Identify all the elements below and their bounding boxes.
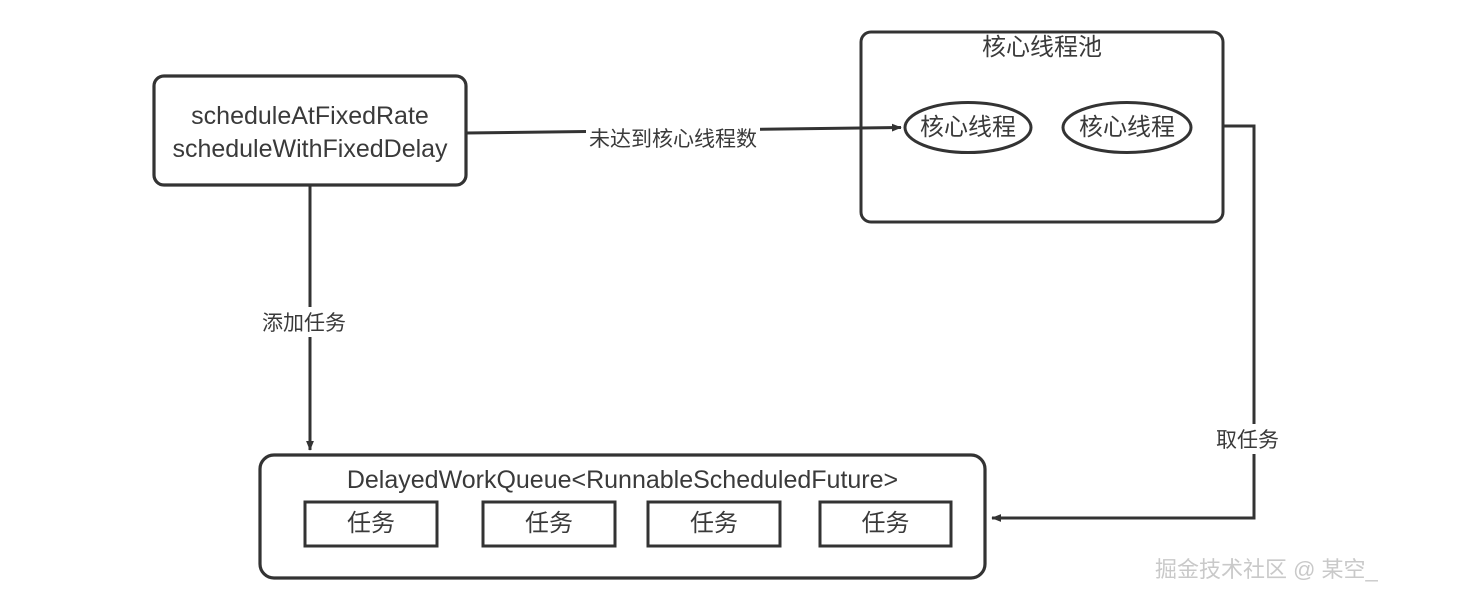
task-label: 任务 [861, 510, 910, 537]
core-thread-ellipse-1 [903, 101, 1033, 154]
scheduler-method-line-1: scheduleAtFixedRate [191, 102, 429, 130]
watermark: 掘金技术社区 @ 某空_ [1155, 557, 1378, 582]
task-label: 任务 [525, 510, 573, 537]
edge-label-submit-to-pool: 未达到核心线程数 [586, 123, 760, 153]
task-label: 任务 [347, 510, 395, 537]
task-box [303, 500, 439, 548]
task-box [818, 500, 953, 548]
core-thread-label-2: 核心线程 [1079, 114, 1175, 141]
task-box [481, 500, 617, 548]
queue-title: DelayedWorkQueue<RunnableScheduledFuture… [346, 466, 899, 494]
scheduler-box-label: scheduleAtFixedRate scheduleWithFixedDel… [154, 100, 466, 166]
core-thread-label-1: 核心线程 [920, 114, 1016, 141]
core-thread-ellipse-2 [1061, 101, 1193, 154]
task-label: 任务 [690, 510, 738, 537]
edge-label-take-task: 取任务 [1213, 424, 1282, 454]
scheduler-method-line-2: scheduleWithFixedDelay [172, 135, 448, 163]
queue-box [258, 453, 987, 580]
thread-pool-title: 核心线程池 [982, 34, 1102, 61]
task-box [646, 500, 782, 548]
edge-take-task [991, 124, 1256, 522]
edge-label-add-task: 添加任务 [259, 307, 349, 337]
